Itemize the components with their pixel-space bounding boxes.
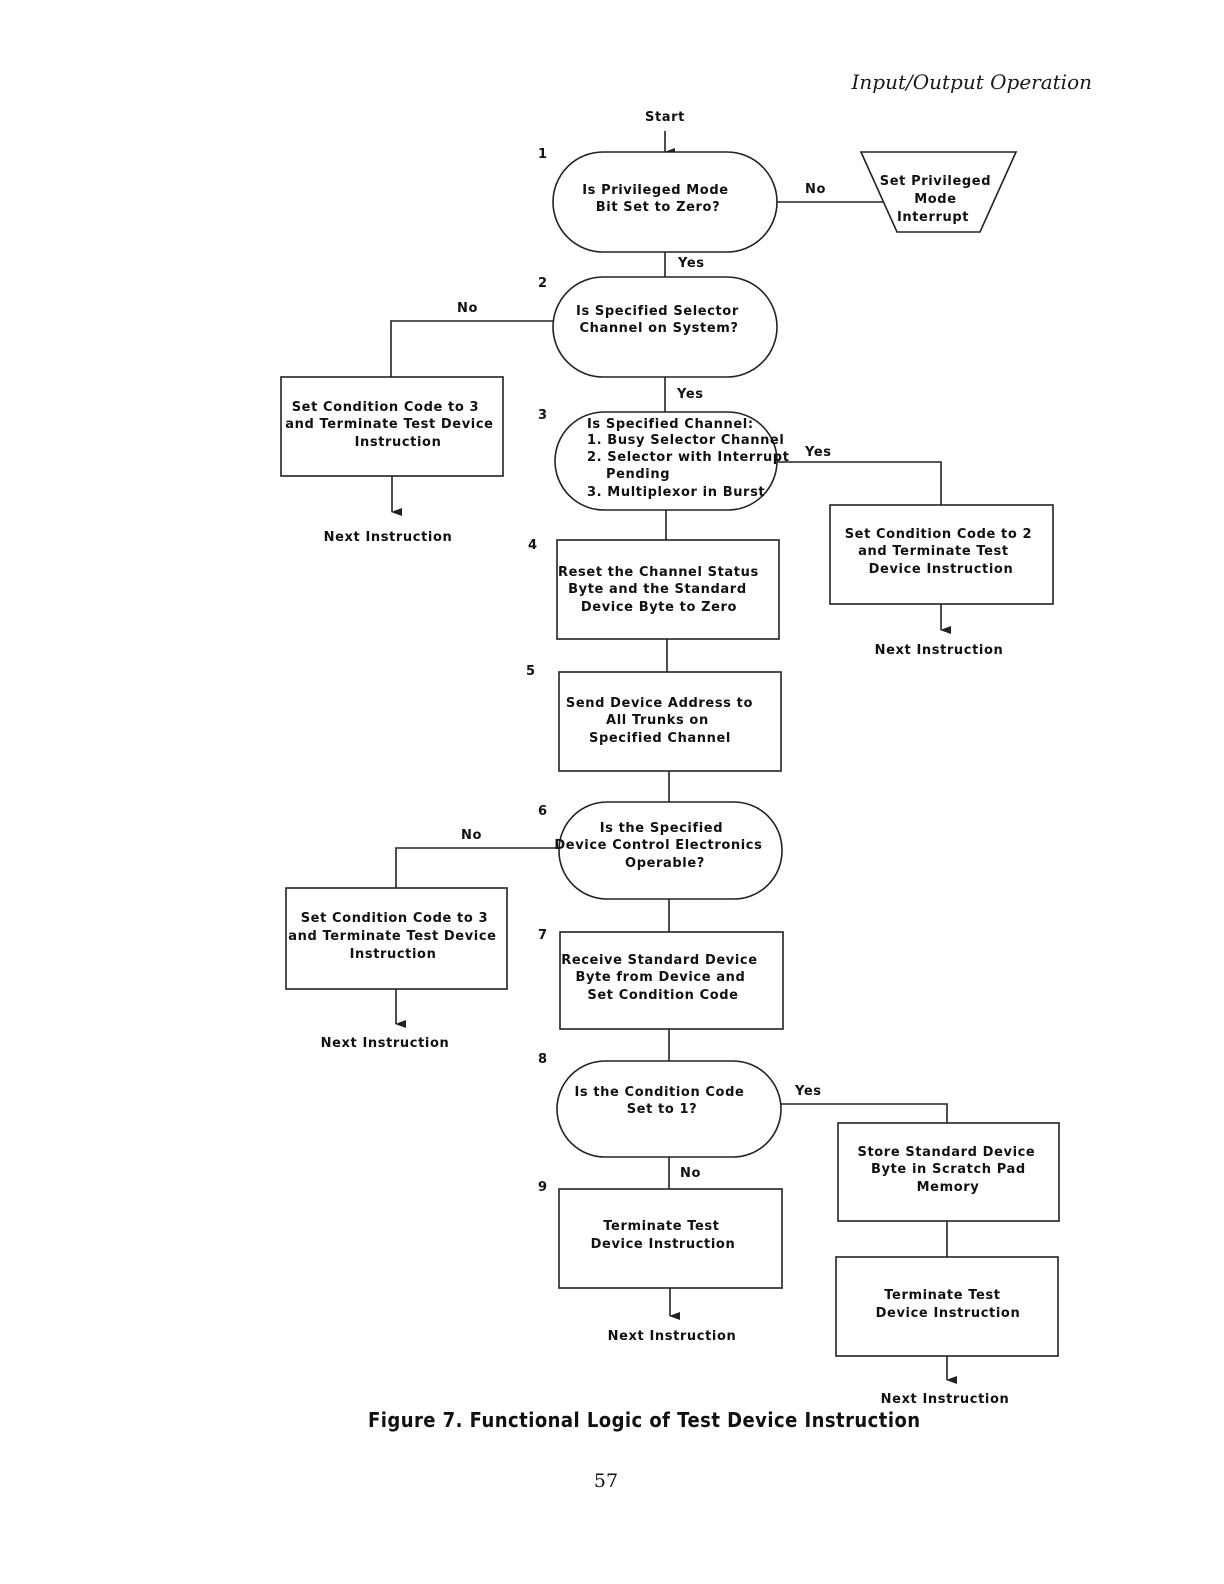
step-number: 3 (538, 408, 547, 423)
step-number: 5 (526, 664, 535, 679)
decision-privileged-mode (552, 151, 778, 253)
next-instruction-label: Next Instruction (608, 1329, 737, 1344)
step-number: 4 (528, 538, 537, 553)
decision-channel-busy (554, 411, 778, 511)
store-byte-box (837, 1122, 1060, 1222)
set-cc3-text-b: Set Condition Code to 3 and Terminate Te… (288, 911, 501, 962)
channel-busy-question: Is Specified Channel: 1. Busy Selector C… (587, 417, 795, 500)
branch-label-yes: Yes (677, 256, 705, 271)
terminate-box (558, 1188, 783, 1289)
connectors (390, 131, 957, 1384)
set-cc2-box (829, 504, 1054, 605)
decision-condition-code-one (556, 1060, 782, 1158)
decision-device-operable (558, 801, 783, 900)
set-cc3-box-a (280, 376, 504, 477)
branch-label-no: No (457, 301, 478, 316)
page-number: 57 (593, 1470, 619, 1492)
condition-code-question: Is the Condition Code Set to 1? (574, 1085, 749, 1117)
step-number: 9 (538, 1180, 547, 1195)
step-number: 1 (538, 147, 547, 162)
privileged-mode-question: Is Privileged Mode Bit Set to Zero? (582, 183, 734, 215)
set-cc3-box-b (285, 887, 508, 990)
set-cc2-text: Set Condition Code to 2 and Terminate Te… (845, 527, 1038, 577)
reset-status-text: Reset the Channel Status Byte and the St… (558, 565, 764, 615)
send-address-box (558, 671, 782, 772)
next-instruction-label: Next Instruction (875, 643, 1004, 658)
receive-byte-box (559, 931, 784, 1030)
interrupt-text: Set Privileged Mode Interrupt (880, 174, 997, 225)
step-number: 7 (538, 928, 547, 943)
step-number: 8 (538, 1052, 547, 1067)
send-address-text: Send Device Address to All Trunks on Spe… (566, 696, 758, 746)
receive-byte-text: Receive Standard Device Byte from Device… (561, 953, 763, 1003)
terminate-text: Terminate Test Device Instruction (591, 1219, 736, 1252)
branch-label-yes: Yes (676, 387, 704, 402)
branch-label-no: No (680, 1166, 701, 1181)
reset-status-box (556, 539, 780, 640)
next-instruction-label: Next Instruction (324, 530, 453, 545)
start-label: Start (645, 110, 685, 125)
branch-label-yes: Yes (794, 1084, 822, 1099)
branch-label-no: No (805, 182, 826, 197)
branch-label-no: No (461, 828, 482, 843)
device-operable-question: Is the Specified Device Control Electron… (554, 821, 767, 871)
next-instruction-label: Next Instruction (881, 1392, 1010, 1407)
terminate-text-right: Terminate Test Device Instruction (876, 1288, 1021, 1321)
running-header: Input/Output Operation (851, 70, 1092, 94)
decision-selector-channel (552, 276, 778, 378)
step-number: 6 (538, 804, 547, 819)
figure-caption: Figure 7. Functional Logic of Test Devic… (368, 1408, 921, 1432)
next-instruction-label: Next Instruction (321, 1036, 450, 1051)
privileged-mode-interrupt-box (859, 151, 1018, 233)
store-byte-text: Store Standard Device Byte in Scratch Pa… (858, 1145, 1041, 1195)
selector-channel-question: Is Specified Selector Channel on System? (576, 304, 744, 336)
terminate-box-right (835, 1256, 1059, 1357)
set-cc3-text-a: Set Condition Code to 3 and Terminate Te… (285, 400, 498, 450)
branch-label-yes: Yes (804, 445, 832, 460)
step-number: 2 (538, 276, 547, 291)
